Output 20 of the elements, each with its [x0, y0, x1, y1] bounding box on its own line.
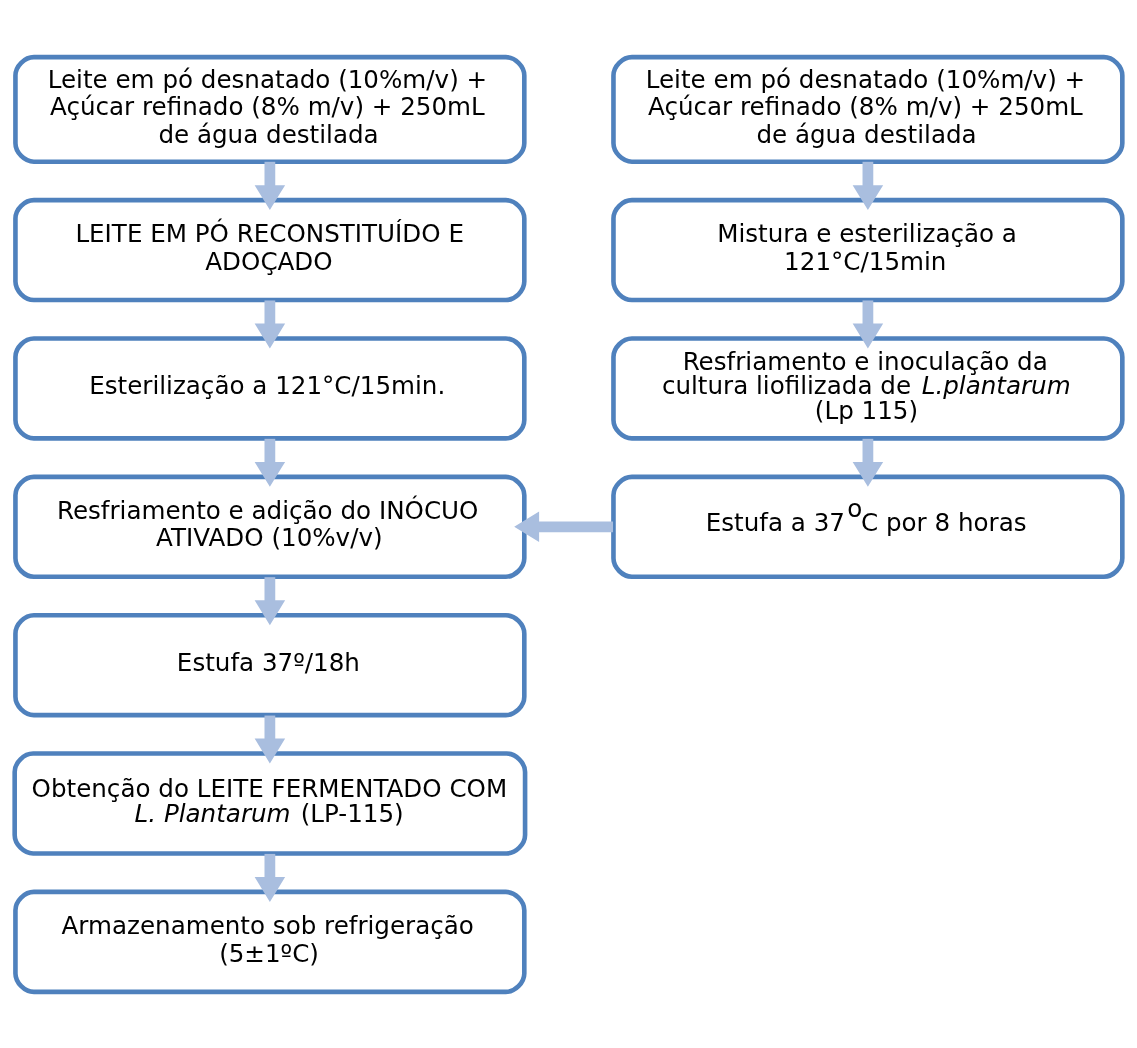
arrow [254, 438, 286, 487]
node-box: LEITE EM PÓ RECONSTITUÍDO E ADOÇADO [13, 197, 527, 302]
node-box: Obtenção do LEITE FERMENTADO COM L. Plantarum (LP-115) [12, 750, 528, 856]
node-box: Estufa 37º/18h [13, 612, 527, 717]
node-box: Resfriamento e inoculação da cultura liofilizada de L.plantarum (Lp 115) [611, 335, 1125, 441]
node-box: Esterilização a 121°C/15min. [13, 335, 527, 441]
arrow [852, 161, 884, 210]
node-box: Leite em pó desnatado (10%m/v) + Açúcar refinado (8% m/v) + 250mL de água destilada [13, 54, 527, 164]
arrow [852, 299, 884, 348]
arrow [254, 715, 286, 764]
node-box: Leite em pó desnatado (10%m/v) + Açúcar refinado (8% m/v) + 250mL de água destilada [611, 54, 1125, 164]
node-box: Resfriamento e adição do INÓCUO ATIVADO (10%v/v) [13, 474, 527, 579]
arrow [254, 853, 286, 902]
arrow [852, 438, 884, 487]
arrow [254, 161, 286, 210]
arrow [254, 299, 286, 348]
node-box: Mistura e esterilização a 121°C/15min [611, 197, 1125, 302]
arrow [514, 511, 614, 542]
node-box: Armazenamento sob refrigeração (5±1ºC) [13, 889, 527, 994]
arrow [254, 576, 286, 625]
